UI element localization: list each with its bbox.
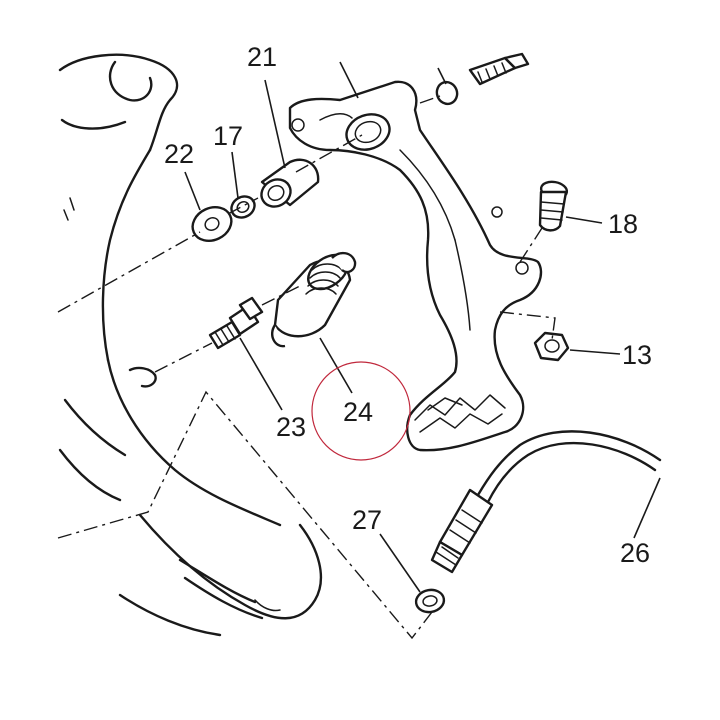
label-23: 23 [276, 412, 306, 442]
part-13-nut [533, 331, 570, 362]
label-18: 18 [608, 209, 638, 239]
label-22: 22 [164, 139, 194, 169]
frame-housing [58, 53, 323, 637]
part-26-switch-cable [430, 430, 662, 574]
label-27: 27 [352, 505, 382, 535]
label-13: 13 [622, 340, 652, 370]
part-24-spring [271, 251, 357, 348]
part-22-washer [191, 206, 233, 242]
label-26: 26 [620, 538, 650, 568]
label-21: 21 [247, 42, 277, 72]
part-23-adjuster-bolt [208, 296, 264, 350]
label-17: 17 [213, 121, 243, 151]
assembly-center-lines [57, 95, 556, 640]
part-17-o-ring [230, 195, 256, 219]
part-18-bolt [538, 180, 569, 232]
callout-labels: 21 17 22 18 13 23 24 27 26 [164, 42, 652, 568]
label-24: 24 [343, 397, 373, 427]
pivot-bolt-top [435, 52, 530, 106]
part-21-bushing [260, 158, 320, 208]
brake-pedal-arm [288, 80, 543, 452]
highlight-circle [311, 361, 411, 461]
leader-lines [184, 61, 661, 593]
part-27-washer [414, 588, 446, 614]
